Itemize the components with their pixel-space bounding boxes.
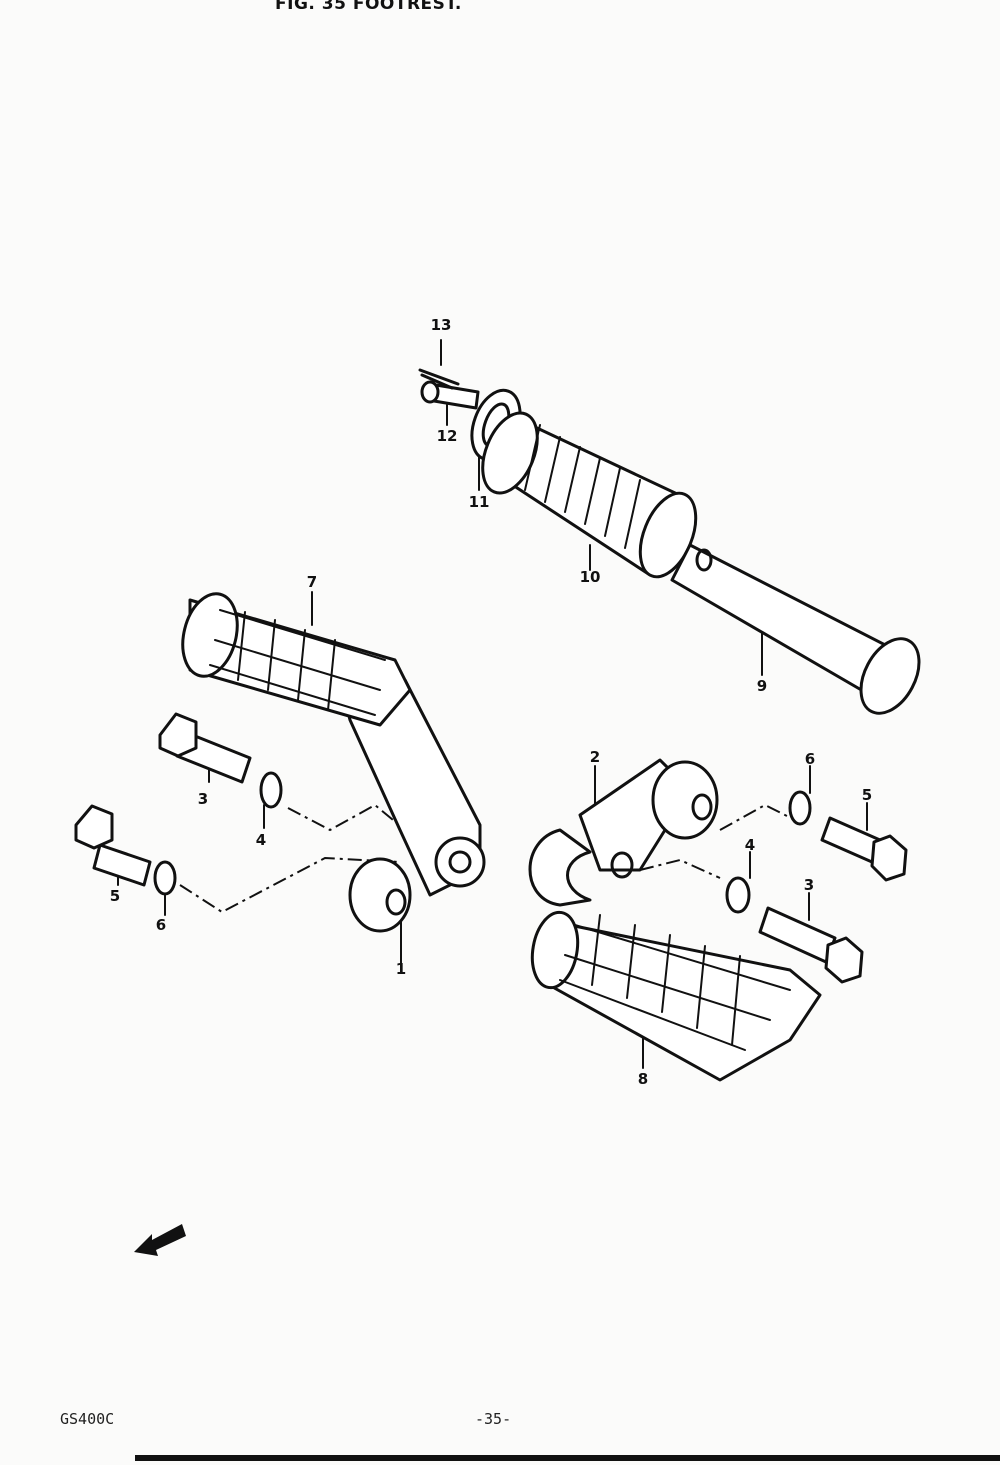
clevis-pin-part xyxy=(418,368,480,410)
footrest-shaft-part xyxy=(670,543,921,715)
callout-6-left: 6 xyxy=(155,916,167,934)
small-washers xyxy=(153,771,812,914)
callout-3-right: 3 xyxy=(803,876,815,894)
right-footrest-part xyxy=(528,758,822,1082)
callout-9: 9 xyxy=(756,677,768,695)
left-footrest-part xyxy=(181,592,486,933)
bolt-parts xyxy=(74,712,908,984)
callout-13: 13 xyxy=(430,316,452,334)
callout-8: 8 xyxy=(637,1070,649,1088)
callout-4-right: 4 xyxy=(744,836,756,854)
assembly-lines xyxy=(179,803,796,914)
callout-3-left: 3 xyxy=(197,790,209,808)
front-arrow-icon xyxy=(134,1224,186,1256)
callout-6-right: 6 xyxy=(804,750,816,768)
callout-5-left: 5 xyxy=(109,887,121,905)
figure-title: FIG. 35 FOOTREST. xyxy=(275,0,462,14)
callout-1: 1 xyxy=(395,960,407,978)
page-number: -35- xyxy=(475,1410,512,1428)
callout-11: 11 xyxy=(468,493,490,511)
footrest-rubber-part xyxy=(481,411,698,579)
callout-4-left: 4 xyxy=(255,831,267,849)
callout-2: 2 xyxy=(589,748,601,766)
page-bottom-rule xyxy=(135,1455,1000,1461)
callout-5-right: 5 xyxy=(861,786,873,804)
callout-7: 7 xyxy=(306,573,318,591)
callout-10: 10 xyxy=(579,568,601,586)
model-code: GS400C xyxy=(60,1410,115,1428)
callout-12: 12 xyxy=(436,427,458,445)
